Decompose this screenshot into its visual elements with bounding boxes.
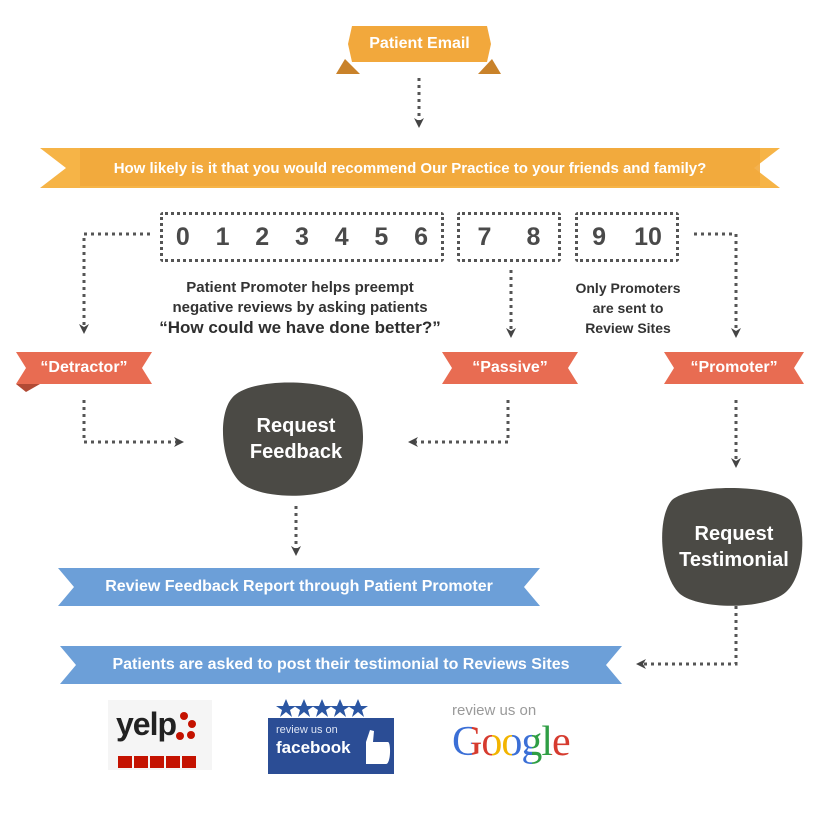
score-5[interactable]: 5 [374, 222, 389, 251]
google-caption: review us on [452, 702, 537, 719]
facebook-logo-card [268, 699, 394, 774]
score-6[interactable]: 6 [414, 222, 429, 251]
feedback-note-line-1: Patient Promoter helps preempt [186, 279, 414, 296]
feedback-note-quote: “How could we have done better?” [159, 318, 441, 337]
patient-email-label: Patient Email [369, 35, 470, 52]
passive-ribbon [442, 352, 578, 384]
score-group-passive: 7 8 [457, 212, 561, 262]
post-banner [60, 646, 622, 684]
question-text: How likely is it that you would recommen… [113, 159, 707, 177]
promoter-label: “Promoter” [690, 359, 778, 376]
request-feedback-line-1: Request [256, 415, 336, 437]
score-group-promoter: 9 10 [575, 212, 679, 262]
request-feedback-blob [222, 382, 364, 496]
score-1[interactable]: 1 [215, 222, 230, 251]
google-wordmark[interactable]: Google [452, 718, 571, 766]
score-10[interactable]: 10 [634, 222, 662, 251]
request-testimonial-line-2: Testimonial [679, 549, 789, 571]
facebook-wordmark[interactable]: facebook [276, 738, 351, 757]
promoter-note-line-1: Only Promoters [575, 280, 681, 296]
arrow-passive-to-feedback [408, 400, 510, 447]
report-banner [58, 568, 540, 606]
request-feedback-line-2: Feedback [249, 441, 343, 463]
yelp-logo-card [108, 700, 212, 770]
yelp-wordmark[interactable]: yelp [116, 706, 177, 742]
request-testimonial-line-1: Request [694, 523, 774, 545]
facebook-stars [276, 699, 368, 717]
arrow-to-detractor [79, 232, 150, 334]
arrow-to-promoter [694, 232, 741, 338]
promoter-note-line-2: are sent to [592, 300, 664, 316]
request-testimonial-text: Request Testimonial [664, 506, 804, 588]
post-banner-text: Patients are asked to post their testimo… [112, 656, 570, 673]
facebook-caption: review us on [276, 724, 338, 736]
score-8[interactable]: 8 [526, 222, 541, 251]
question-ribbon [40, 148, 780, 188]
score-group-detractor: 0 1 2 3 4 5 6 [160, 212, 444, 262]
feedback-note: Patient Promoter helps preempt negative … [150, 278, 450, 338]
score-2[interactable]: 2 [255, 222, 270, 251]
patient-email-ribbon [336, 26, 501, 74]
detractor-label: “Detractor” [40, 359, 128, 376]
promoter-note: Only Promoters are sent to Review Sites [552, 278, 704, 338]
report-banner-text: Review Feedback Report through Patient P… [105, 578, 493, 595]
request-feedback-text: Request Feedback [226, 398, 366, 480]
promoter-ribbon [664, 352, 804, 384]
score-9[interactable]: 9 [592, 222, 606, 251]
request-testimonial-blob [662, 488, 803, 606]
google-wordmark-text: Google [452, 719, 571, 765]
arrow-detractor-to-feedback [82, 400, 184, 447]
promoter-note-line-3: Review Sites [585, 320, 671, 336]
passive-label: “Passive” [472, 359, 548, 376]
score-0[interactable]: 0 [175, 222, 190, 251]
score-4[interactable]: 4 [334, 222, 349, 251]
feedback-note-line-2: negative reviews by asking patients [172, 299, 428, 316]
score-7[interactable]: 7 [477, 222, 492, 251]
arrow-testimonial-to-post [636, 606, 738, 669]
google-logo-card [444, 700, 590, 772]
detractor-ribbon [16, 352, 152, 392]
score-3[interactable]: 3 [295, 222, 309, 251]
